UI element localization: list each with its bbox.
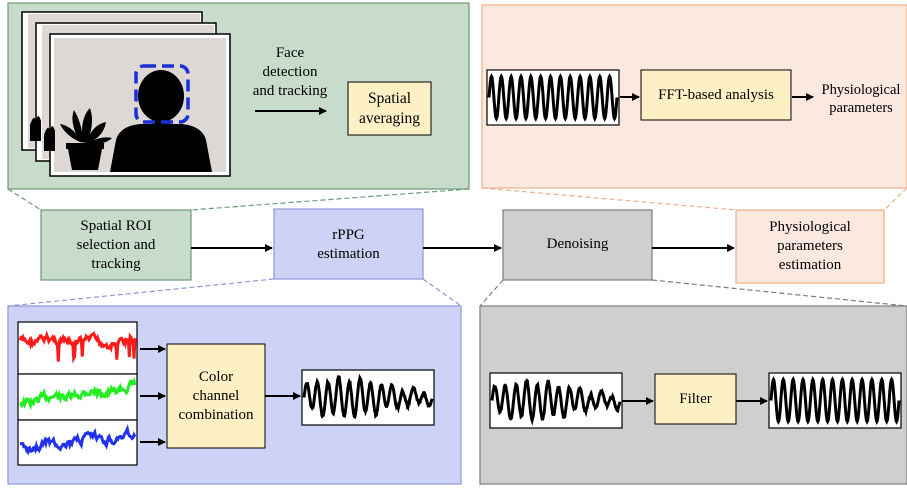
filter-box <box>654 373 737 425</box>
roi-stage-label: Spatial ROI selection and tracking <box>76 218 156 272</box>
fft-analysis-box <box>640 69 792 121</box>
denoising-detail-panel <box>479 279 907 485</box>
color-combination-label: Color channel combination <box>178 369 254 423</box>
green-channel-plot <box>17 373 138 421</box>
physiological-stage-label: Physiological parameters estimation <box>769 219 851 273</box>
person-icon <box>110 70 212 172</box>
filter-label: Filter <box>679 391 712 407</box>
plant-icon <box>60 108 112 170</box>
physiological-output-label: Physiological parameters <box>821 82 901 116</box>
color-combination-box <box>166 343 266 449</box>
physiological-detail-panel <box>481 4 907 211</box>
denoising-stage-label: Denoising <box>546 236 609 252</box>
rppg-detail-panel <box>7 278 462 485</box>
face-roi-icon <box>134 64 190 124</box>
roi-detail-panel <box>7 2 470 211</box>
physiological-stage-box <box>735 209 885 284</box>
rppg-stage-label: rPPG estimation <box>317 227 380 262</box>
rppg-signal-plot <box>301 369 435 426</box>
noisy-signal-plot <box>489 372 623 429</box>
roi-stage-box <box>40 209 192 281</box>
filtered-signal-plot <box>768 372 902 429</box>
fft-analysis-label: FFT-based analysis <box>658 87 774 103</box>
spatial-averaging-box <box>347 81 432 136</box>
red-channel-plot <box>17 321 138 375</box>
clean-signal-plot <box>486 69 620 126</box>
denoising-stage-box <box>502 209 653 281</box>
pipeline-row <box>40 208 885 284</box>
spatial-averaging-label: Spatial averaging <box>358 90 421 127</box>
face-detection-label: Face detection and tracking <box>252 45 328 99</box>
rppg-stage-box <box>273 208 424 280</box>
blue-channel-plot <box>17 419 138 466</box>
